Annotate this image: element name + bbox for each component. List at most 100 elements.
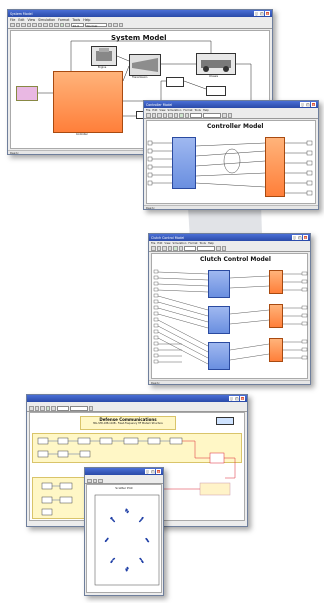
menu-help[interactable]: Help	[202, 109, 209, 112]
menu-format[interactable]: Format	[183, 109, 193, 112]
minimize-icon[interactable]: _	[299, 102, 305, 107]
zoom-in-icon[interactable]	[87, 478, 92, 484]
menu-help[interactable]: Help	[207, 242, 214, 245]
sim-mode-select[interactable]: Normal	[84, 22, 107, 28]
minimize-icon[interactable]: _	[144, 469, 150, 474]
transmission-block[interactable]: Transmission	[129, 54, 161, 79]
sim-mode-select[interactable]	[69, 406, 88, 411]
new-icon[interactable]	[146, 113, 151, 118]
copy-icon[interactable]	[37, 22, 42, 28]
print-icon[interactable]	[167, 246, 172, 251]
sim-time-field[interactable]	[190, 113, 202, 118]
play-icon[interactable]	[59, 22, 64, 28]
minimize-icon[interactable]: _	[228, 396, 234, 401]
save-icon[interactable]	[157, 113, 162, 118]
menu-view[interactable]: View	[159, 109, 166, 112]
sim-time-field[interactable]	[56, 406, 69, 411]
controller-block[interactable]: Controller	[53, 71, 123, 136]
menu-file[interactable]: File	[10, 17, 16, 22]
open-icon[interactable]	[156, 246, 161, 251]
menu-simulation[interactable]: Simulation	[167, 109, 182, 112]
vehicle-speed-block[interactable]	[206, 86, 226, 96]
copy-icon[interactable]	[173, 113, 178, 118]
menu-edit[interactable]: Edit	[18, 17, 25, 22]
paste-icon[interactable]	[43, 22, 48, 28]
menu-file[interactable]: File	[146, 109, 151, 112]
stop-icon[interactable]	[51, 406, 56, 411]
sim-time-field[interactable]: 10.0	[70, 22, 84, 28]
maximize-icon[interactable]: □	[297, 235, 303, 240]
undo-icon[interactable]	[48, 22, 53, 28]
redo-icon[interactable]	[54, 22, 59, 28]
menu-format[interactable]: Format	[188, 242, 198, 245]
play-icon[interactable]	[179, 113, 184, 118]
build-icon[interactable]	[107, 22, 112, 28]
new-icon[interactable]	[29, 406, 34, 411]
engine-block[interactable]: Engine	[91, 46, 117, 69]
clutch-subsystem-1[interactable]	[208, 270, 230, 298]
menu-tools[interactable]: Tools	[72, 17, 81, 22]
info-block[interactable]	[216, 417, 234, 425]
maximize-icon[interactable]: □	[305, 102, 311, 107]
menu-edit[interactable]: Edit	[152, 109, 158, 112]
menu-view[interactable]: View	[164, 242, 171, 245]
zoom-out-icon[interactable]	[92, 478, 97, 484]
clutch-output-1[interactable]	[269, 270, 283, 294]
library-icon[interactable]	[227, 113, 232, 118]
print-icon[interactable]	[162, 113, 167, 118]
clutch-output-3[interactable]	[269, 338, 283, 362]
cut-icon[interactable]	[32, 22, 37, 28]
open-icon[interactable]	[151, 113, 156, 118]
clutch-output-2[interactable]	[269, 304, 283, 328]
open-icon[interactable]	[15, 22, 20, 28]
explorer-icon[interactable]	[118, 22, 123, 28]
menu-simulation[interactable]: Simulation	[172, 242, 187, 245]
sim-time-field[interactable]	[184, 246, 196, 251]
sim-mode-select[interactable]	[197, 246, 215, 251]
menu-simulation[interactable]: Simulation	[38, 17, 56, 22]
menu-file[interactable]: File	[151, 242, 156, 245]
new-icon[interactable]	[151, 246, 156, 251]
open-icon[interactable]	[34, 406, 39, 411]
close-icon[interactable]: ×	[265, 11, 270, 16]
cut-icon[interactable]	[168, 113, 173, 118]
library-icon[interactable]	[88, 406, 93, 411]
maximize-icon[interactable]: □	[234, 396, 240, 401]
chassis-block[interactable]: Chassis	[196, 53, 236, 78]
library-icon[interactable]	[113, 22, 118, 28]
build-icon[interactable]	[222, 113, 227, 118]
stop-icon[interactable]	[65, 22, 70, 28]
maximize-icon[interactable]: □	[150, 469, 156, 474]
save-icon[interactable]	[162, 246, 167, 251]
minimize-icon[interactable]: _	[253, 11, 259, 16]
close-icon[interactable]: ×	[311, 102, 316, 107]
menu-help[interactable]: Help	[83, 17, 91, 22]
minimize-icon[interactable]: _	[291, 235, 297, 240]
stop-icon[interactable]	[184, 113, 189, 118]
menu-view[interactable]: View	[27, 17, 36, 22]
clutch-subsystem-3[interactable]	[208, 342, 230, 370]
pan-icon[interactable]	[98, 478, 103, 484]
sim-mode-select[interactable]	[203, 113, 221, 118]
menu-edit[interactable]: Edit	[157, 242, 163, 245]
clutch-subsystem-2[interactable]	[208, 306, 230, 334]
driver-input-block[interactable]	[16, 86, 38, 101]
close-icon[interactable]: ×	[156, 469, 161, 474]
stop-icon[interactable]	[178, 246, 183, 251]
build-icon[interactable]	[216, 246, 221, 251]
close-icon[interactable]: ×	[240, 396, 245, 401]
menu-tools[interactable]: Tools	[199, 242, 206, 245]
play-icon[interactable]	[45, 406, 50, 411]
menu-format[interactable]: Format	[58, 17, 70, 22]
save-icon[interactable]	[40, 406, 45, 411]
close-icon[interactable]: ×	[303, 235, 308, 240]
print-icon[interactable]	[26, 22, 31, 28]
library-icon[interactable]	[221, 246, 226, 251]
input-processing-block[interactable]	[172, 137, 196, 189]
controller-output-block[interactable]	[265, 137, 285, 197]
new-icon[interactable]	[10, 22, 15, 28]
shift-logic-block[interactable]	[166, 77, 184, 87]
save-icon[interactable]	[21, 22, 26, 28]
menu-tools[interactable]: Tools	[194, 109, 201, 112]
play-icon[interactable]	[173, 246, 178, 251]
